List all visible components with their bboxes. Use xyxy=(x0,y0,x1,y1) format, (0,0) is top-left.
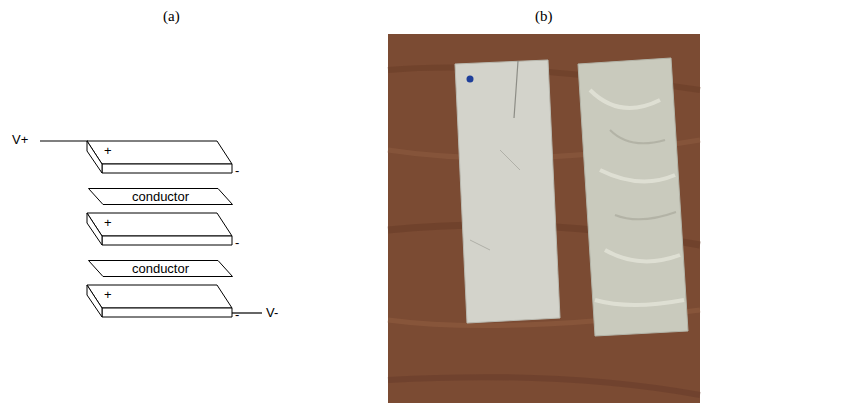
conductor-sheet: conductor xyxy=(88,188,233,205)
terminal-label: V- xyxy=(266,305,278,320)
polarity-minus: - xyxy=(235,164,239,177)
polarity-minus: - xyxy=(235,236,239,249)
polarity-plus: + xyxy=(104,216,112,229)
polarity-plus: + xyxy=(104,144,112,157)
polarity-minus: - xyxy=(235,308,239,321)
polarity-plus: + xyxy=(104,288,112,301)
plate: +- xyxy=(82,212,242,247)
conductor-sheet: conductor xyxy=(88,260,233,277)
plate: +- xyxy=(82,284,242,319)
panel-label: (a) xyxy=(163,8,180,25)
terminal-label: V+ xyxy=(12,132,28,147)
wire xyxy=(40,140,88,141)
photo xyxy=(388,34,700,403)
panel-label: (b) xyxy=(535,8,553,25)
plate: +- xyxy=(82,140,242,175)
layer-label: conductor xyxy=(132,190,189,203)
layer-label: conductor xyxy=(132,262,189,275)
